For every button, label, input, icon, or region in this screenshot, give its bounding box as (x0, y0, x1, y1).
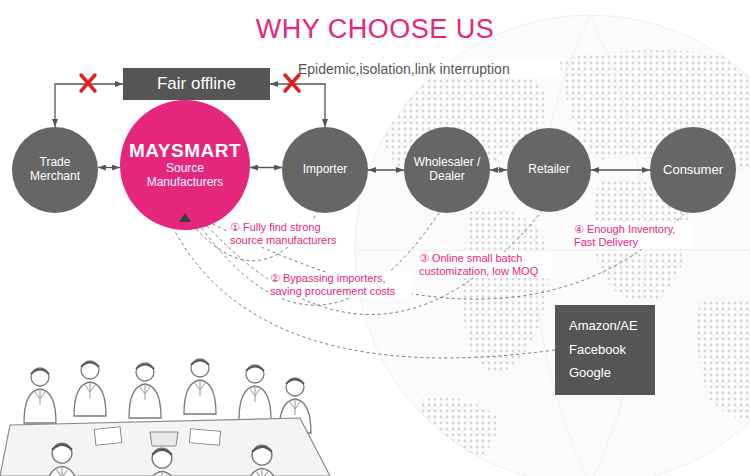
node-label: Amazon/AE (569, 319, 638, 334)
node-sublabel: Google (569, 366, 638, 381)
text-group: Trade Merchant (20, 156, 91, 184)
chain-circle: Wholesaler / Dealer (404, 127, 490, 213)
dashed-link (202, 212, 440, 305)
flow-arrow (98, 167, 120, 168)
channel-box: Amazon/AE FacebookGoogle (555, 305, 655, 395)
circle-fill (650, 127, 736, 213)
node-label: Importer (290, 163, 361, 177)
node-label: Consumer (658, 163, 729, 178)
callout-text: ② Bypassing importers, saving procuremen… (268, 272, 412, 298)
fair-box: Fair offline (123, 68, 270, 100)
node-sublabel: Source Manufacturers (129, 162, 242, 190)
chain-circle: Importer (282, 127, 368, 213)
text-group: Retailer (515, 163, 584, 177)
source-circle: MAYSMARTSource Manufacturers (120, 100, 250, 230)
flow-arrow (591, 169, 650, 170)
node-sublabel: Facebook (569, 343, 638, 358)
callout-text: ④ Enough Inventory, Fast Delivery (572, 223, 692, 249)
flow-arrow (55, 84, 123, 127)
text-group: Amazon/AE FacebookGoogle (569, 319, 638, 382)
box-fill (555, 305, 655, 395)
text-group: Importer (290, 163, 361, 177)
flow-arrow (250, 167, 282, 168)
circle-fill (120, 100, 250, 230)
circle-fill (282, 127, 368, 213)
chain-circle: Trade Merchant (12, 127, 98, 213)
node-label: Trade Merchant (20, 156, 91, 184)
circle-fill (12, 127, 98, 213)
node-label: Fair offline (157, 74, 236, 94)
dashed-link (174, 229, 555, 358)
circle-fill (507, 128, 591, 212)
flow-arrow (270, 84, 325, 127)
chain-circle: Consumer (650, 127, 736, 213)
node-label: Wholesaler / Dealer (412, 156, 483, 184)
meeting-illustration (0, 359, 330, 476)
box-fill (123, 68, 270, 100)
flow-arrow (368, 169, 404, 170)
note-text: Epidemic,isolation,link interruption (296, 61, 560, 78)
callout-text: ③ Online small batch customization, low … (417, 252, 553, 278)
node-label: Retailer (515, 163, 584, 177)
chain-circle: Retailer (507, 128, 591, 212)
flow-arrow (490, 169, 507, 170)
title: WHY CHOOSE US (0, 14, 750, 45)
node-label: MAYSMART (129, 140, 242, 162)
callout-text: ① Fully find strong source manufacturers (228, 221, 354, 247)
circle-fill (404, 127, 490, 213)
globe (355, 15, 750, 476)
text-group: Fair offline (157, 74, 236, 94)
text-group: MAYSMARTSource Manufacturers (129, 140, 242, 189)
text-group: Consumer (658, 163, 729, 178)
text-group: Wholesaler / Dealer (412, 156, 483, 184)
